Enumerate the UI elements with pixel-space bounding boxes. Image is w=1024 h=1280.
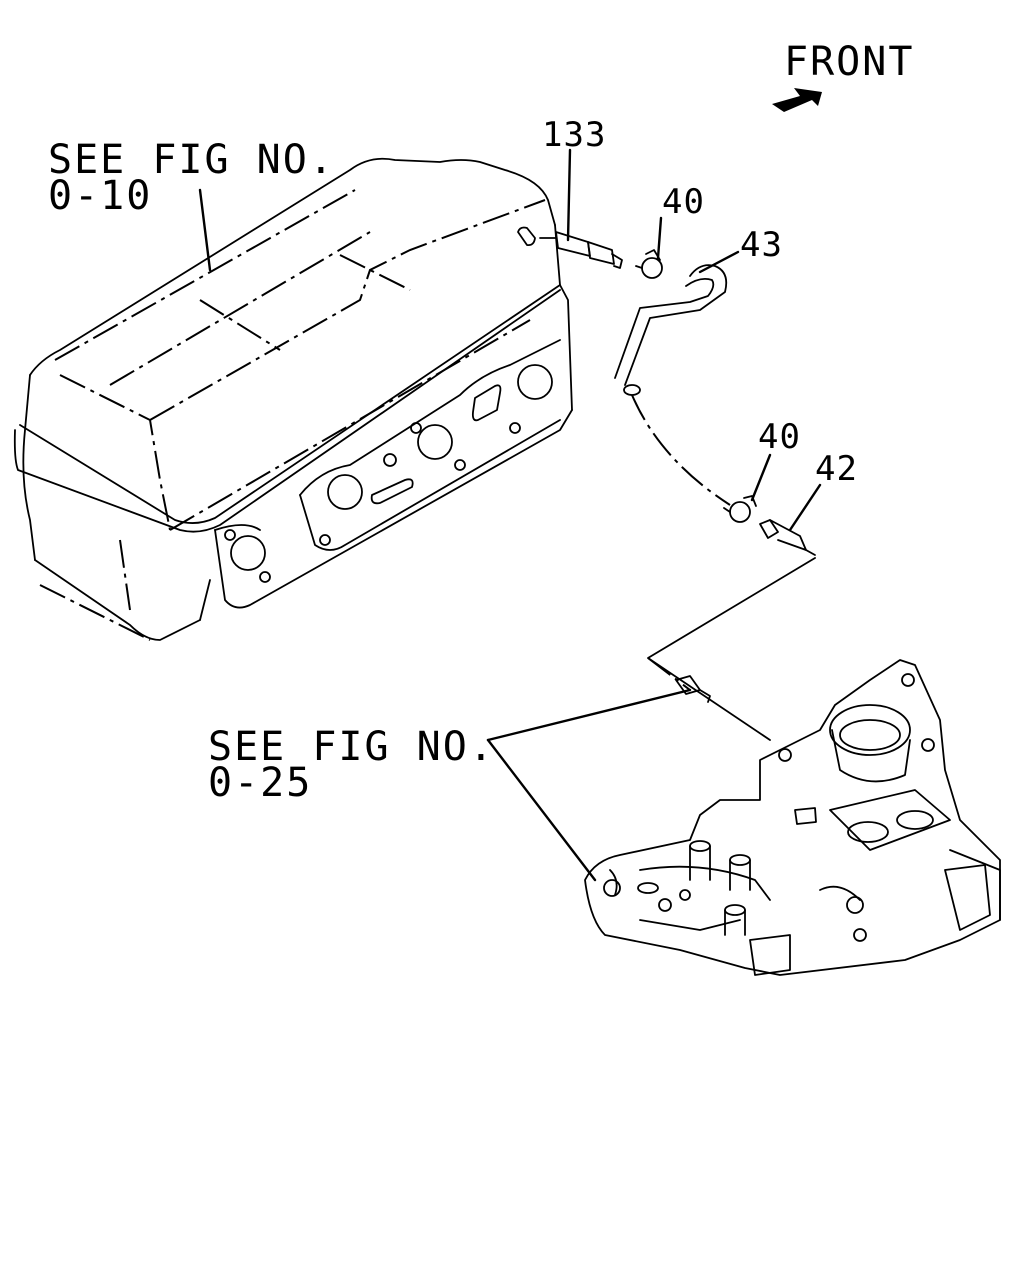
manifold-nipple bbox=[675, 675, 711, 703]
hose-fitting bbox=[759, 519, 816, 556]
see-fig-reference-upper: SEE FIG NO. bbox=[48, 137, 335, 183]
see-fig-reference-lower: SEE FIG NO. bbox=[208, 724, 495, 770]
pcv-valve bbox=[539, 231, 623, 269]
front-label: FRONT bbox=[784, 39, 915, 85]
hose-clamp-lower bbox=[723, 495, 757, 523]
callout-43: 43 bbox=[740, 225, 783, 265]
intake-manifold bbox=[584, 659, 1001, 976]
leader-lines bbox=[198, 148, 822, 882]
fig-number-lower: 0-25 bbox=[208, 760, 313, 806]
fig-number-upper: 0-10 bbox=[48, 173, 153, 219]
front-arrow-icon bbox=[772, 88, 822, 112]
callout-42: 42 bbox=[815, 449, 858, 489]
ventilation-hose bbox=[614, 264, 731, 506]
callout-40-lower: 40 bbox=[758, 417, 801, 457]
callout-133: 133 bbox=[542, 115, 607, 155]
callout-40-upper: 40 bbox=[662, 182, 705, 222]
cylinder-head-assembly bbox=[13, 157, 573, 641]
